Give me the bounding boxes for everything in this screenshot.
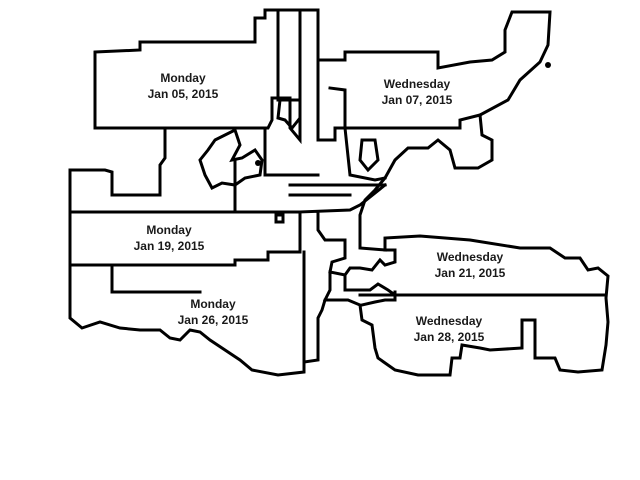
zone-day-label: Monday bbox=[190, 297, 236, 311]
zone-label-mon-jan-05: Monday Jan 05, 2015 bbox=[148, 70, 219, 102]
zone-day-label: Wednesday bbox=[436, 250, 504, 264]
zone-date-label: Jan 21, 2015 bbox=[434, 266, 506, 280]
zone-date-label: Jan 28, 2015 bbox=[413, 330, 485, 344]
zone-enclave-central-top bbox=[276, 98, 302, 131]
zone-day-label: Monday bbox=[146, 223, 192, 237]
zone-date-label: Jan 07, 2015 bbox=[381, 93, 453, 107]
zone-boundary-mon-jan-26-east bbox=[298, 210, 306, 364]
zone-boundary-central-corridor bbox=[276, 8, 347, 142]
zone-boundary-central-jagged bbox=[322, 238, 398, 303]
zone-date-label: Jan 26, 2015 bbox=[177, 313, 249, 327]
zone-enclave-east-small bbox=[358, 138, 380, 173]
zone-boundary-wed-jan-21-south bbox=[358, 290, 608, 307]
zone-day-label: Wednesday bbox=[383, 77, 451, 91]
zone-day-label: Wednesday bbox=[415, 314, 483, 328]
zone-label-mon-jan-19: Monday Jan 19, 2015 bbox=[134, 222, 205, 254]
zone-date-label: Jan 05, 2015 bbox=[147, 87, 219, 101]
zone-marker-dot-east bbox=[545, 62, 551, 68]
service-area-outline bbox=[68, 8, 610, 377]
zone-boundary-mon-jan-19-south bbox=[68, 250, 302, 294]
zone-label-wed-jan-07: Wednesday Jan 07, 2015 bbox=[382, 76, 453, 108]
zone-boundary-wed-jan-07 bbox=[343, 113, 482, 182]
zone-date-label: Jan 19, 2015 bbox=[133, 239, 205, 253]
zone-marker-square bbox=[274, 213, 285, 224]
zone-day-label: Monday bbox=[160, 71, 206, 85]
zone-boundary-mon-jan-05 bbox=[163, 96, 302, 145]
zone-enclave-west-blob bbox=[198, 127, 264, 190]
zone-boundary-central-crossing bbox=[288, 182, 388, 242]
zone-label-wed-jan-28: Wednesday Jan 28, 2015 bbox=[414, 313, 485, 345]
zone-boundary-mon-jan-05-south bbox=[68, 126, 320, 214]
zone-marker-dot-west bbox=[255, 160, 261, 166]
zone-label-wed-jan-21: Wednesday Jan 21, 2015 bbox=[435, 249, 506, 281]
zone-label-mon-jan-26: Monday Jan 26, 2015 bbox=[178, 296, 249, 328]
